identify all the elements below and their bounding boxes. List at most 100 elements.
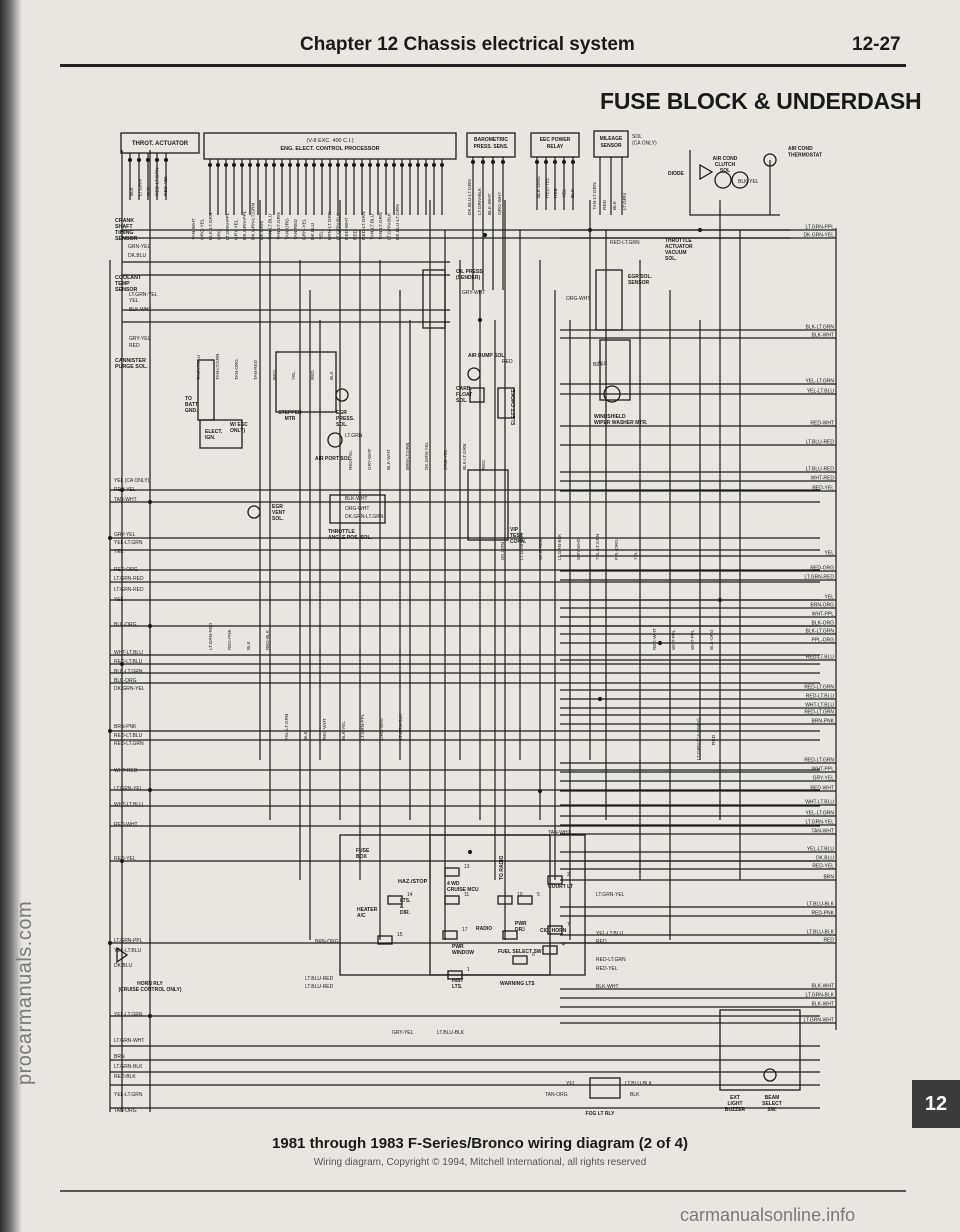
inline-wire-label: BLK-YEL	[738, 179, 759, 185]
wiper-motor	[603, 385, 621, 403]
inline-wire-label: RED-YEL	[596, 966, 618, 972]
egr-vent-label: SOL.	[272, 516, 284, 522]
right-wire-label: BLK-WHT	[812, 333, 835, 339]
baro-pin	[470, 159, 476, 165]
left-wire-label: YEL-LT.GRN	[114, 1012, 143, 1018]
baro-vertical-label: LT.GRN-BLK	[477, 187, 483, 215]
right-wire-label: DK.BLU	[816, 856, 834, 862]
right-wire-label: BRN	[823, 875, 834, 881]
barometric-label: BAROMETRIC	[474, 137, 508, 143]
ecp-vertical-label: DK.BLU	[310, 222, 316, 240]
ext-light-label: EXT	[730, 1095, 740, 1101]
mid-vertical-label: PPL-ORG	[614, 539, 619, 560]
lts-dir-label: &	[400, 904, 404, 910]
mileage-vertical-label: BLK	[612, 200, 618, 210]
ac-thermostat	[763, 153, 777, 167]
ecp-pin	[439, 162, 445, 168]
windshield-label: WIPER WASHER MTR.	[594, 420, 648, 426]
fuse-number: 7	[567, 922, 570, 928]
throt-pin	[145, 157, 151, 163]
ext-light-label: LIGHT	[728, 1101, 743, 1107]
mid-vertical-label: BLK-YEL	[341, 721, 346, 740]
right-wire-label: LT.GRN-YEL	[805, 820, 834, 826]
horn-rly-label: HORN RLY	[137, 981, 163, 987]
crank-sensor-label: SENSOR	[115, 236, 138, 242]
mid-vertical-label: BLK-ORG	[709, 629, 714, 650]
fuse-element	[547, 925, 563, 935]
elect-ign-box	[199, 419, 243, 449]
inline-wire-label: BLK	[598, 361, 608, 367]
inline-wire-label: TAN-WHT	[548, 830, 571, 836]
mid-vertical-label: YEL	[633, 551, 638, 560]
ac-clutch-label: SOL	[720, 168, 730, 174]
lts-dir-label: LTS.	[400, 898, 411, 904]
beam-select-switch	[763, 1068, 777, 1082]
egr-vent-sol	[247, 505, 261, 519]
mid-vertical-label: LT.GRN-BLK	[398, 713, 403, 740]
ecp-box	[203, 132, 457, 160]
eec-vertical-label: BLK	[570, 188, 576, 198]
fuse-element	[387, 895, 403, 905]
right-wire-label: BLK-WHT	[812, 984, 835, 990]
mid-vertical-label: GRY-WHT	[576, 538, 581, 560]
left-wire-label: DK.BLU	[114, 963, 132, 969]
mid-vertical-label: LT.GRN-RED	[208, 622, 213, 650]
mid-vertical-label: LT.GRN-PPL	[360, 713, 365, 740]
ecp-pin	[343, 162, 349, 168]
to-radio-label: TO RADIO	[499, 856, 505, 880]
pwr-window-label: WINDOW	[452, 950, 474, 956]
splice-dot	[119, 487, 125, 493]
copyright-line: Wiring diagram, Copyright © 1994, Mitche…	[313, 1157, 647, 1168]
right-wire-label: LT.GRN-RED	[804, 575, 834, 581]
left-wire-label: RED-LT.GRN	[114, 741, 144, 747]
haz-stop-label: HAZ./STOP	[398, 879, 428, 885]
ecp-vertical-label: TAN-LT.BLU	[370, 213, 376, 240]
fuse-number: 1	[467, 967, 470, 973]
fuse-number: 17	[462, 927, 468, 933]
mid-vertical-label: WHT-RED	[538, 538, 543, 560]
mid-vertical-label: BLK	[303, 730, 308, 740]
splice-dot	[107, 535, 113, 541]
fuse-element	[547, 875, 563, 885]
section-title: FUSE BLOCK & UNDERDASH	[600, 88, 922, 114]
ecp-pin	[415, 162, 421, 168]
ecp-pin	[351, 162, 357, 168]
mid-vertical-label: BLK-WHT	[386, 449, 391, 470]
ecp-pin	[319, 162, 325, 168]
left-wire-label: RED-LT.BLU	[114, 733, 143, 739]
eec-power-relay-box	[530, 132, 580, 158]
left-wire-label: YEL	[114, 597, 124, 603]
ecp-pin	[303, 162, 309, 168]
splice-dot	[119, 661, 125, 667]
fuse-element	[377, 935, 393, 945]
throttle-angle-label: ANGLE POS. SOL.	[328, 535, 373, 541]
right-wire-label: WHT-PPL	[812, 612, 834, 618]
left-wire-label: LT.GRN-BLK	[114, 1064, 143, 1070]
inline-wire-label: GRY-YEL	[392, 1030, 414, 1036]
baro-pin	[490, 159, 496, 165]
ac-clutch-coil	[731, 171, 749, 189]
right-wire-label: RED-PNK	[811, 911, 834, 917]
splice-dot	[482, 232, 488, 238]
mid-vertical-label: BLK-LT.GRN	[462, 444, 467, 470]
mid-vertical-label: DK.GRN-YEL	[424, 441, 429, 470]
left-wire-label: TAN-WHT	[114, 497, 137, 503]
splice-dot	[107, 940, 113, 946]
right-wire-label: WHT-LT.BLU	[805, 800, 834, 806]
inline-wire-label: BLK-WHT	[596, 984, 619, 990]
eec-pin	[552, 159, 558, 165]
inline-wire-label: LT.BLU-RED	[305, 976, 334, 982]
inline-wire-label: LT.BLU-BLK	[437, 1030, 465, 1036]
splice-dot	[717, 597, 723, 603]
fuel-select-label: FUEL SELECT SW	[498, 949, 542, 955]
left-wire-label: WHT-RED	[114, 768, 138, 774]
splice-dot	[107, 728, 113, 734]
coolant-sensor-label: TEMP	[115, 281, 130, 287]
ac-thermostat-label: AIR COND	[788, 146, 813, 152]
ecp-vertical-label: DK.GRN-PPL	[242, 210, 248, 240]
wiper-motor-connector	[599, 339, 631, 401]
left-wire-label: BLK-LT.GRN	[114, 669, 143, 675]
right-wire-label: BLK-WHT	[812, 1002, 835, 1008]
crank-sensor-label: TIMING	[115, 230, 134, 236]
